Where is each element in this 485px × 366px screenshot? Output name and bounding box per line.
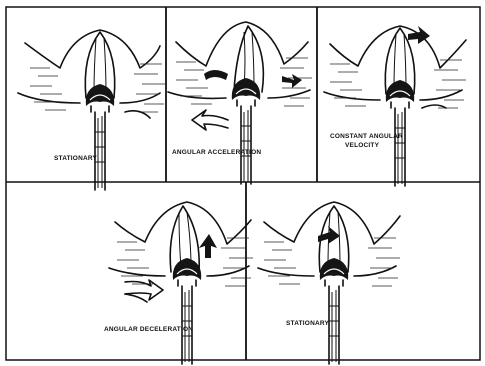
caption-stationary-1: STATIONARY (54, 155, 98, 162)
panel-angular-acceleration (168, 22, 312, 184)
figure-border (6, 7, 480, 360)
panel-stationary-2 (258, 202, 400, 364)
caption-constant-angular-velocity-line1: CONSTANT ANGULAR (330, 133, 403, 140)
caption-angular-deceleration: ANGULAR DECELERATION (104, 326, 193, 333)
panel-angular-deceleration (109, 202, 253, 364)
panel-stationary-1 (18, 30, 166, 190)
caption-stationary-2: STATIONARY (286, 320, 330, 327)
caption-angular-acceleration: ANGULAR ACCELERATION (172, 149, 261, 156)
caption-constant-angular-velocity-line2: VELOCITY (345, 142, 380, 149)
panel-constant-angular-velocity (324, 26, 466, 186)
